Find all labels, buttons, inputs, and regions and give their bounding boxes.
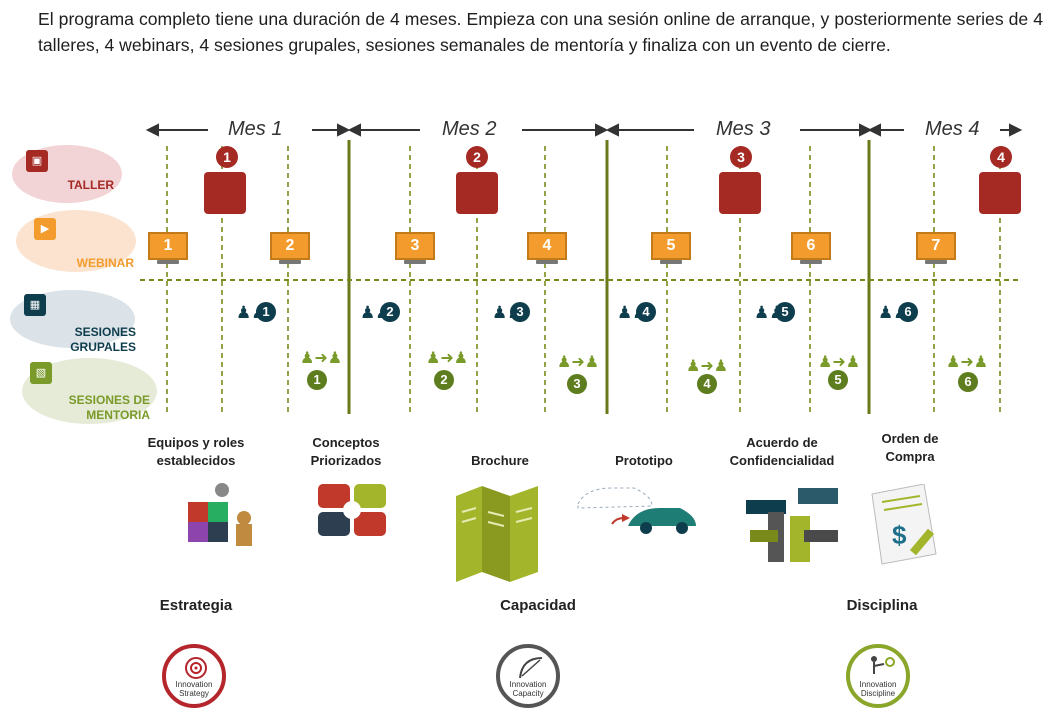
grupales-label-2: GRUPALES [70, 340, 136, 354]
webinar-icon: ▶ [34, 218, 56, 240]
mentoria-3-icon: ♟➜♟ [557, 354, 600, 371]
month-4-label: Mes 4 [925, 118, 980, 140]
target-icon [185, 657, 207, 679]
grupal-number-6: 6 [898, 302, 918, 322]
mentoria-5-icon: ♟➜♟ [818, 354, 861, 371]
grupal-number-3: 3 [510, 302, 530, 322]
taller-2-icon [456, 172, 498, 214]
hands-agreement-icon [746, 488, 838, 562]
webinar-6: 6 [791, 232, 831, 260]
taller-3-icon [719, 172, 761, 214]
prioritized-concepts-icon [318, 484, 386, 536]
deliverable-equipos: Equipos y roles establecidos [147, 435, 245, 468]
mentoria-number-2: 2 [434, 370, 454, 390]
taller-number-1: 1 [216, 146, 238, 168]
webinar-label: WEBINAR [76, 256, 134, 270]
mentoria-label-2: MENTORIA [86, 408, 150, 422]
taller-1-icon [204, 172, 246, 214]
grupal-number-2: 2 [380, 302, 400, 322]
mentoria-icon: ▧ [30, 362, 52, 384]
mentoria-number-4: 4 [697, 374, 717, 394]
mentoria-1-icon: ♟➜♟ [300, 350, 343, 367]
month-2-label: Mes 2 [442, 118, 497, 140]
mentoria-number-1: 1 [307, 370, 327, 390]
archer-icon [871, 656, 895, 674]
discipline-badge-text: Innovation Discipline [859, 680, 897, 698]
webinar-1: 1 [148, 232, 188, 260]
mentoria-4-icon: ♟➜♟ [686, 358, 729, 375]
month-3-label: Mes 3 [716, 118, 771, 140]
grupal-number-5: 5 [775, 302, 795, 322]
purchase-order-icon: $ [871, 484, 937, 565]
webinar-7: 7 [916, 232, 956, 260]
mentoria-number-6: 6 [958, 372, 978, 392]
taller-icon: ▣ [26, 150, 48, 172]
webinar-stand-icon [925, 260, 947, 264]
grupal-number-4: 4 [636, 302, 656, 322]
taller-number-4: 4 [990, 146, 1012, 168]
month-1-label: Mes 1 [228, 118, 283, 140]
webinar-5: 5 [651, 232, 691, 260]
mentoria-2-icon: ♟➜♟ [426, 350, 469, 367]
archery-bow-icon [519, 657, 543, 679]
webinar-stand-icon [404, 260, 426, 264]
innovation-discipline-badge: Innovation Discipline [846, 644, 910, 708]
mentoria-number-3: 3 [567, 374, 587, 394]
pillar-estrategia-title: Estrategia [159, 597, 233, 614]
webinar-stand-icon [157, 260, 179, 264]
mentoria-label-1: SESIONES DE [68, 393, 150, 407]
svg-text:$: $ [892, 520, 907, 550]
webinar-4: 4 [527, 232, 567, 260]
month-arrows [145, 123, 1023, 137]
strategy-badge-text: Innovation Strategy [175, 680, 213, 698]
grupales-icon: ▦ [24, 294, 46, 316]
taller-number-3: 3 [730, 146, 752, 168]
month-dividers [347, 140, 871, 414]
taller-4-icon [979, 172, 1021, 214]
puzzle-team-icon [188, 483, 252, 546]
intro-paragraph: El programa completo tiene una duración … [38, 9, 1043, 55]
innovation-strategy-badge: Innovation Strategy [162, 644, 226, 708]
deliverable-brochure: Brochure [471, 453, 529, 468]
brochure-icon [456, 486, 538, 582]
deliverable-conceptos: Conceptos Priorizados [310, 435, 382, 468]
prototype-car-icon [577, 487, 696, 534]
taller-label: TALLER [67, 178, 114, 192]
deliverable-acuerdo: Acuerdo de Confidencialidad [729, 435, 835, 468]
grupal-number-1: 1 [256, 302, 276, 322]
capacity-badge-text: Innovation Capacity [509, 680, 547, 698]
webinar-3: 3 [395, 232, 435, 260]
grupales-label-1: SESIONES [74, 325, 136, 339]
pillar-disciplina-title: Disciplina [846, 597, 918, 614]
taller-number-2: 2 [466, 146, 488, 168]
webinar-2: 2 [270, 232, 310, 260]
webinar-stand-icon [660, 260, 682, 264]
deliverable-orden: Orden de Compra [881, 431, 939, 464]
innovation-capacity-badge: Innovation Capacity [496, 644, 560, 708]
mentoria-number-5: 5 [828, 370, 848, 390]
mentoria-6-icon: ♟➜♟ [946, 354, 989, 371]
webinar-stand-icon [279, 260, 301, 264]
deliverable-prototipo: Prototipo [615, 453, 673, 468]
webinar-stand-icon [800, 260, 822, 264]
pillar-capacidad-title: Capacidad [500, 597, 576, 614]
webinar-stand-icon [536, 260, 558, 264]
